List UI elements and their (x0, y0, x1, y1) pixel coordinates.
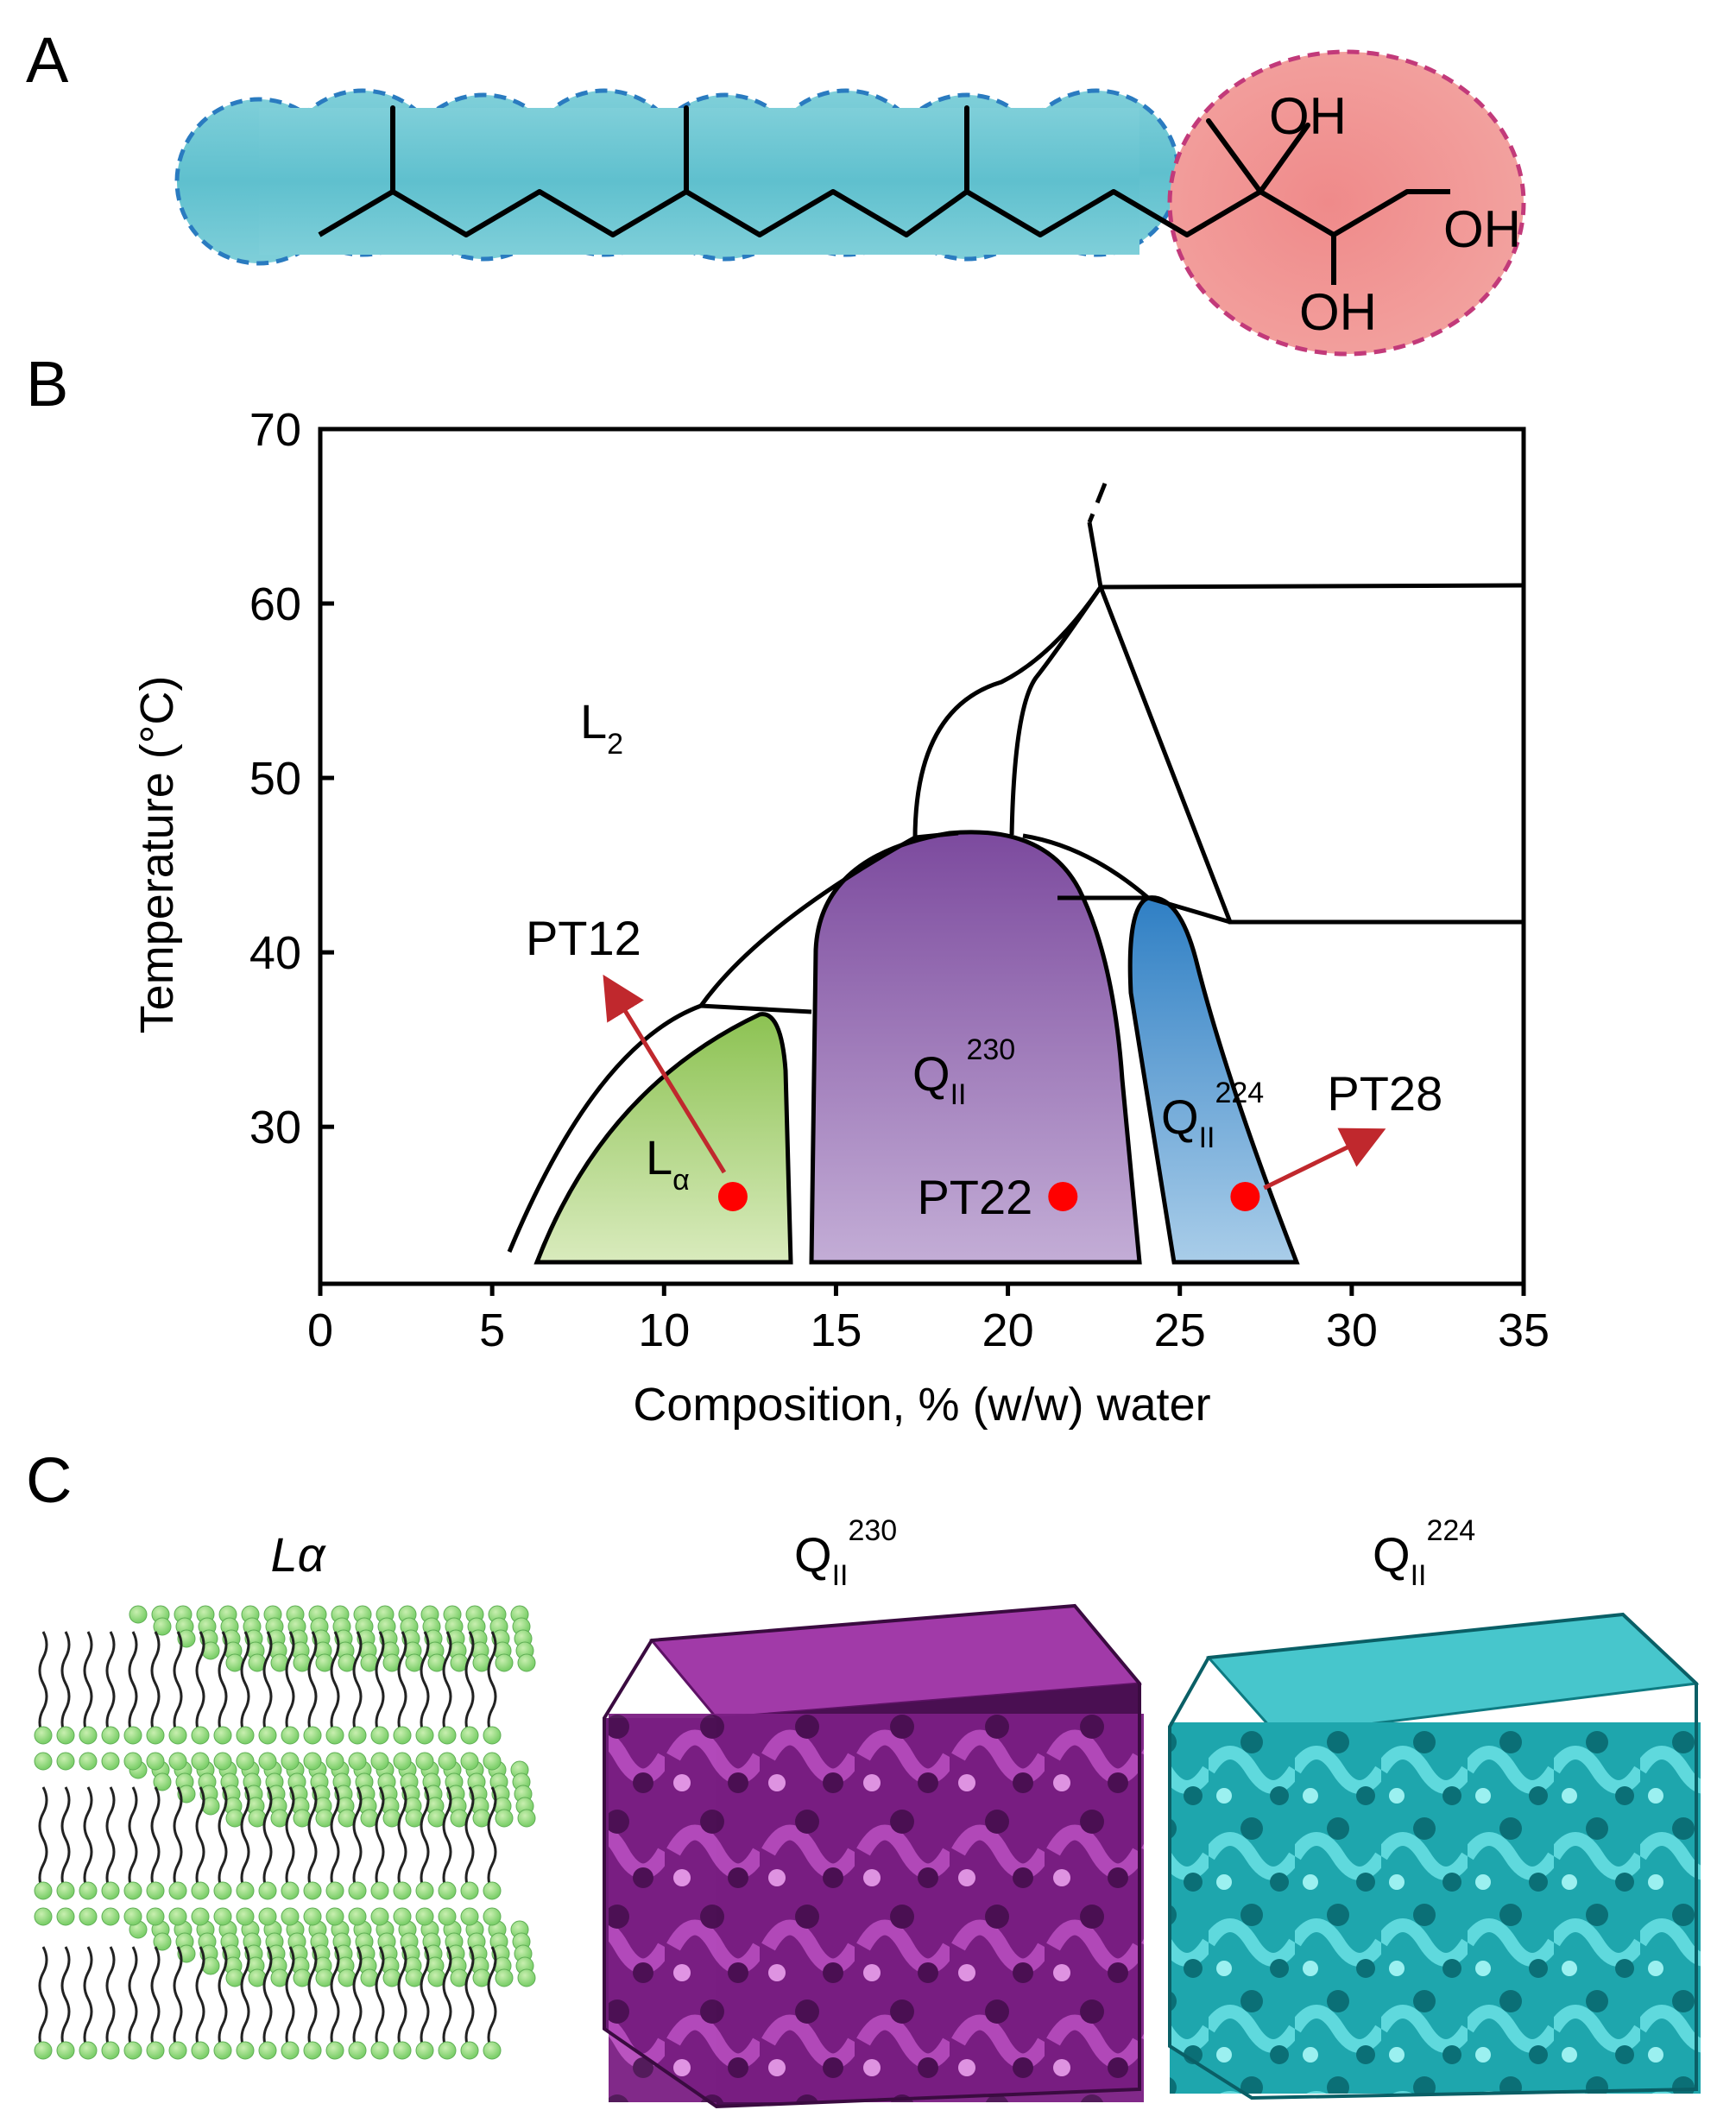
q224-structure-title: QII224 (1373, 1514, 1475, 1592)
y-tick-label: 50 (249, 753, 301, 805)
x-tick-label: 15 (810, 1305, 862, 1356)
y-tick-label: 70 (249, 404, 301, 456)
pt12-arrow (603, 974, 727, 1174)
y-tick-label: 40 (249, 927, 301, 979)
q230-cubic-structure-illustration (603, 1603, 1144, 2109)
lamellar-structure-illustration (34, 1605, 536, 2060)
sample-marker (1048, 1181, 1078, 1211)
plot-frame (318, 426, 1526, 1286)
hydroxyl-label-right: OH (1443, 200, 1521, 258)
y-tick-label: 30 (249, 1102, 301, 1153)
panel-label-c: C (26, 1444, 72, 1516)
x-axis-label: Composition, % (w/w) water (633, 1379, 1210, 1431)
x-tick-label: 25 (1154, 1305, 1206, 1356)
lalpha-structure-title: Lα (270, 1527, 326, 1582)
panel-label-b: B (26, 348, 68, 420)
hydroxyl-label-top: OH (1269, 87, 1347, 145)
q230-structure-title: QII230 (794, 1514, 897, 1592)
sample-label-pt12: PT12 (526, 911, 641, 965)
x-tick-label: 10 (638, 1305, 690, 1356)
phase-boundaries (507, 483, 1525, 1253)
sample-marker (717, 1181, 748, 1211)
x-tick-label: 20 (982, 1305, 1034, 1356)
q224-phase-label: QII224 (1161, 1077, 1264, 1154)
chart-axes: 0 5 10 15 20 25 30 35 30 40 50 60 70 Composition, %… (131, 404, 1550, 1431)
lalpha-phase-label: Lα (646, 1130, 690, 1197)
x-tick-label: 0 (307, 1305, 333, 1356)
y-tick-label: 60 (249, 578, 301, 630)
y-axis-ticks: 30 40 50 60 70 (249, 404, 334, 1153)
q224-cubic-structure-illustration (1168, 1612, 1701, 2101)
panel-label-a: A (26, 24, 69, 96)
hydrophobic-tail-shape (174, 88, 1181, 266)
q224-region (1127, 895, 1300, 1265)
y-axis-label: Temperature (°C) (131, 676, 183, 1034)
x-tick-label: 30 (1326, 1305, 1378, 1356)
sample-label-pt28: PT28 (1327, 1066, 1442, 1121)
sample-label-pt22: PT22 (917, 1170, 1032, 1224)
sample-marker (1230, 1181, 1260, 1211)
x-tick-label: 5 (479, 1305, 505, 1356)
l2-phase-label: L2 (580, 694, 623, 761)
molecule-skeleton (318, 105, 1450, 285)
hydrophilic-head-shape (1167, 49, 1526, 357)
x-tick-label: 35 (1498, 1305, 1550, 1356)
pt28-arrow (1263, 1128, 1386, 1191)
x-axis-ticks: 0 5 10 15 20 25 30 35 (307, 1284, 1550, 1356)
hydroxyl-label-bottom: OH (1299, 283, 1377, 341)
q230-phase-label: QII230 (912, 1033, 1015, 1111)
